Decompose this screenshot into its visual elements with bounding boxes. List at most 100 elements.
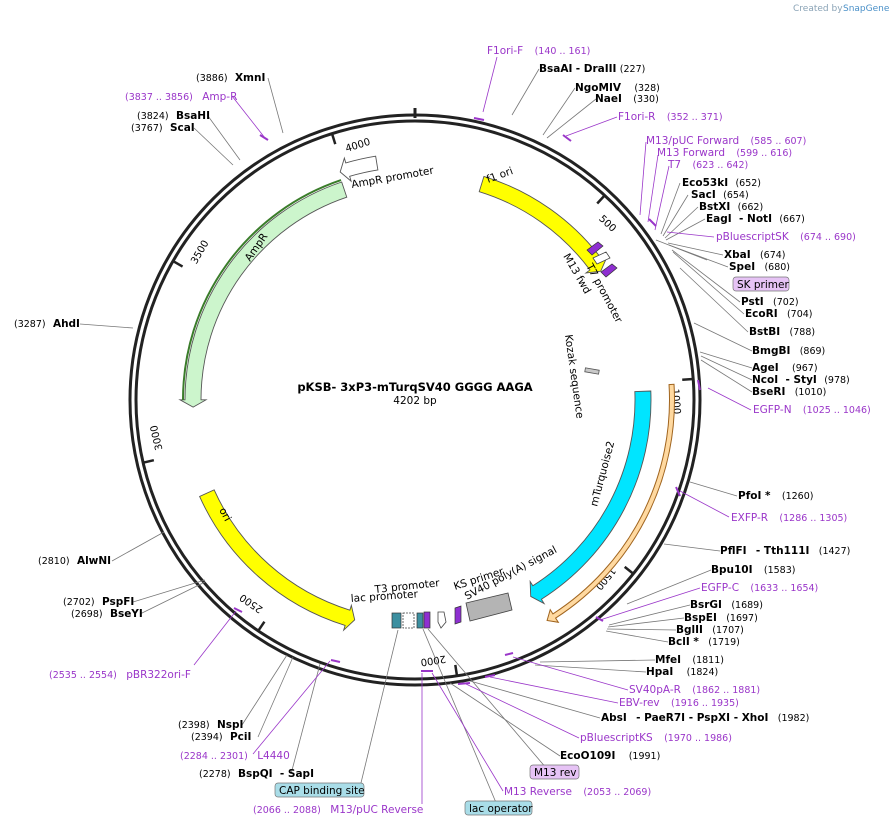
enzyme-bstxi: BstXI [699, 201, 730, 213]
enzyme-bsahi: BsaHI [176, 110, 210, 122]
svg-text:SacI (654): SacI (654) [691, 189, 749, 201]
enzyme-bspei: BspEI [684, 612, 717, 624]
enzyme-pfoi: PfoI * [738, 490, 771, 502]
svg-text:SpeI (680): SpeI (680) [729, 261, 790, 273]
m13-rev-label: M13 rev [534, 767, 577, 779]
primer-m13puc-reverse: M13/pUC Reverse [330, 804, 423, 816]
svg-text:EcoO109I (1991): EcoO109I (1991) [560, 750, 660, 762]
svg-text:XbaI (674): XbaI (674) [724, 249, 786, 261]
mark-egfp-c [595, 616, 604, 622]
svg-text:pBluescriptKS (1970 .. 1986): pBluescriptKS (1970 .. 1986) [580, 732, 732, 744]
svg-text:F1ori-R (352 .. 371): F1ori-R (352 .. 371) [618, 111, 723, 123]
feature-ampr-promoter [339, 155, 379, 183]
svg-text:EGFP-N (1025 .. 1046): EGFP-N (1025 .. 1046) [753, 404, 871, 416]
feature-ori [199, 489, 356, 632]
enzyme-mfei: MfeI [655, 654, 681, 666]
svg-text:M13 Reverse (2053 .. 2069): M13 Reverse (2053 .. 2069) [504, 786, 651, 798]
svg-text:(3824) BsaHI: (3824) BsaHI [137, 110, 210, 122]
leader-pcii [257, 656, 294, 738]
leader-cap [359, 629, 399, 788]
svg-text:BseRI (1010): BseRI (1010) [752, 386, 826, 398]
sk-primer-label: SK primer [737, 279, 789, 291]
svg-text:HpaI (1824): HpaI (1824) [646, 666, 718, 678]
leader-bspei [607, 617, 685, 628]
primer-labels: F1ori-F (140 .. 161) F1ori-R (352 .. 371… [49, 45, 871, 816]
t7-glyph [600, 263, 618, 278]
enzyme-pflfi: PflFI [720, 545, 747, 557]
leader-bglii [606, 628, 677, 631]
leader-bspqi [290, 663, 321, 775]
svg-text:(2535 .. 2554) pBR322ori-F: (2535 .. 2554) pBR322ori-F [49, 669, 191, 681]
svg-text:EGFP-C (1633 .. 1654): EGFP-C (1633 .. 1654) [701, 582, 818, 594]
enzyme-ahdi: AhdI [53, 318, 80, 330]
leader-m13-rev [427, 628, 548, 770]
leader-ngomiv [542, 87, 576, 136]
leader-agei [699, 351, 753, 369]
leader-bmgbi [693, 322, 753, 352]
tick-label-2000: 2000 [420, 653, 447, 668]
feature-egfp-orf [546, 383, 675, 623]
primer-leader-m13-reverse [431, 672, 504, 792]
lac-operator-glyph [416, 612, 424, 629]
enzyme-ecoo109i: EcoO109I [560, 750, 615, 762]
svg-text:Bpu10I (1583): Bpu10I (1583) [711, 564, 795, 576]
kozak-glyph [584, 367, 600, 375]
primer-leader-t7 [654, 165, 670, 231]
svg-text:(2810) AlwNI: (2810) AlwNI [38, 555, 111, 567]
kozak-sequence-label: Kozak sequence [562, 334, 586, 420]
primer-t7: T7 [667, 159, 681, 171]
leader-bseyi [139, 581, 206, 615]
t7-promoter-glyph [592, 251, 611, 265]
primer-ebv-rev: EBV-rev [619, 697, 660, 709]
leader-ncoi [700, 355, 753, 381]
svg-text:(2702) PspFI: (2702) PspFI [63, 596, 134, 608]
ori-label: ori [216, 506, 233, 524]
svg-text:BglII (1707): BglII (1707) [676, 624, 744, 636]
svg-text:EcoRI (704): EcoRI (704) [745, 308, 813, 320]
tick-label-3000: 3000 [149, 424, 165, 451]
leader-eagi [665, 218, 706, 241]
leader-lac-operator [422, 628, 498, 806]
enzyme-bsrgi: BsrGI [690, 599, 722, 611]
svg-text:(2398) NspI: (2398) NspI [178, 719, 243, 731]
svg-text:NgoMIV (328): NgoMIV (328) [575, 82, 660, 94]
primer-pbr322ori-f: pBR322ori-F [126, 669, 191, 681]
enzyme-absi: AbsI [601, 712, 627, 724]
enzyme-bcli: BclI * [668, 636, 699, 648]
sv40-polya-glyph [465, 592, 513, 622]
primer-l4440: L4440 [257, 750, 290, 762]
enzyme-bstbi: BstBI [749, 326, 780, 338]
primer-leader-l4440 [252, 660, 331, 755]
leader-pspfi [132, 579, 206, 603]
svg-text:AbsI - PaeR7I - PspXI - XhoI (: AbsI - PaeR7I - PspXI - XhoI (1982) [601, 712, 809, 724]
leader-bsahi [207, 115, 241, 161]
leader-mfei [539, 659, 656, 663]
svg-text:(3767) ScaI: (3767) ScaI [131, 122, 195, 134]
leader-nspi [241, 654, 288, 726]
primer-leader-ebv-rev [489, 676, 619, 704]
svg-text:BstBI (788): BstBI (788) [749, 326, 815, 338]
svg-text:F1ori-F (140 .. 161): F1ori-F (140 .. 161) [487, 45, 590, 57]
m13-rev-box [529, 764, 580, 780]
lac-promoter-glyph [402, 612, 415, 629]
primer-leader-pbr322ori-f [193, 610, 237, 666]
svg-text:BsrGI (1689): BsrGI (1689) [690, 599, 763, 611]
tick-3500 [172, 260, 184, 268]
svg-text:SV40pA-R (1862 .. 1881): SV40pA-R (1862 .. 1881) [629, 684, 760, 696]
tick-4000 [330, 133, 337, 145]
enzyme-xbai: XbaI [724, 249, 751, 261]
leader-lines [79, 68, 753, 806]
svg-text:(2066 .. 2088) M13/pUC Reverse: (2066 .. 2088) M13/pUC Reverse [253, 804, 423, 816]
svg-text:(2394) PciI: (2394) PciI [191, 731, 251, 743]
enzyme-bmgbi: BmgBI [752, 345, 790, 357]
primer-m13-reverse: M13 Reverse [504, 786, 572, 798]
mark-sv40pa-r [504, 652, 514, 656]
svg-text:EXFP-R (1286 .. 1305): EXFP-R (1286 .. 1305) [731, 512, 847, 524]
enzyme-alwni: AlwNI [77, 555, 111, 567]
boxed-labels: SK primer M13 rev CAP binding site lac o… [274, 276, 789, 816]
enzyme-hpai: HpaI [646, 666, 673, 678]
leader-alwni [111, 531, 165, 562]
primer-m13-forward: M13 Forward [657, 147, 725, 159]
enzyme-bglii: BglII [676, 624, 703, 636]
